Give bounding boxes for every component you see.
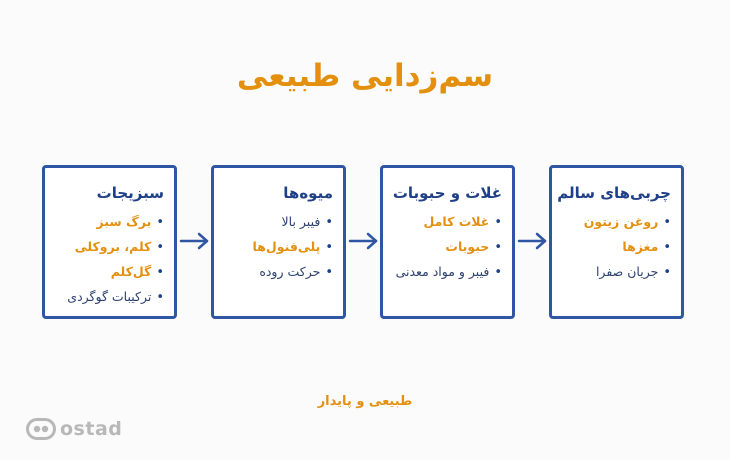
bullet-icon: • — [156, 265, 164, 280]
item-label: ترکیبات گوگردی — [67, 289, 152, 304]
item-label: برگ سبز — [96, 214, 152, 229]
item-list: • روغن زیتون • مغزها • جریان صفرا — [562, 210, 671, 285]
bullet-icon: • — [494, 215, 502, 230]
item-label: کلم، بروکلی — [74, 239, 152, 254]
item-label: روغن زیتون — [583, 214, 659, 229]
bullet-icon: • — [663, 265, 671, 280]
list-item: • حبوبات — [393, 235, 502, 260]
item-list: • فیبر بالا • پلی‌فنول‌ها • حرکت روده — [224, 210, 333, 285]
bullet-icon: • — [325, 265, 333, 280]
list-item: • برگ سبز — [55, 210, 164, 235]
logo-text: ostad — [60, 418, 123, 440]
box-title: غلات و حبوبات — [392, 184, 502, 202]
bullet-icon: • — [156, 240, 164, 255]
infinity-logo-icon — [26, 418, 56, 440]
bullet-icon: • — [325, 240, 333, 255]
item-label: جریان صفرا — [595, 264, 659, 279]
list-item: • ترکیبات گوگردی — [55, 285, 164, 310]
arrow-right-icon — [348, 232, 378, 250]
bullet-icon: • — [494, 240, 502, 255]
arrow-right-icon — [517, 232, 547, 250]
bullet-icon: • — [325, 215, 333, 230]
item-label: پلی‌فنول‌ها — [252, 239, 321, 254]
item-list: • غلات کامل • حبوبات • فیبر و مواد معدنی — [393, 210, 502, 285]
list-item: • فیبر بالا — [224, 210, 333, 235]
list-item: • گل‌کلم — [55, 260, 164, 285]
box-vegetables: سبزیجات • برگ سبز • کلم، بروکلی • گل‌کلم • ت… — [42, 165, 177, 319]
list-item: • فیبر و مواد معدنی — [393, 260, 502, 285]
bullet-icon: • — [663, 240, 671, 255]
box-title: چربی‌های سالم — [557, 184, 671, 202]
list-item: • پلی‌فنول‌ها — [224, 235, 333, 260]
diagram-title: سم‌زدایی طبیعی — [236, 58, 494, 94]
item-label: فیبر و مواد معدنی — [395, 264, 490, 279]
box-healthy-fats: چربی‌های سالم • روغن زیتون • مغزها • جریان … — [549, 165, 684, 319]
bullet-icon: • — [663, 215, 671, 230]
box-title: سبزیجات — [96, 184, 164, 202]
box-grains-legumes: غلات و حبوبات • غلات کامل • حبوبات • فیبر و… — [380, 165, 515, 319]
item-label: حبوبات — [445, 239, 490, 254]
item-label: حرکت روده — [259, 264, 321, 279]
item-label: غلات کامل — [423, 214, 490, 229]
list-item: • جریان صفرا — [562, 260, 671, 285]
box-title: میوه‌ها — [283, 184, 333, 202]
item-label: گل‌کلم — [110, 264, 152, 279]
bullet-icon: • — [156, 290, 164, 305]
item-label: فیبر بالا — [281, 214, 321, 229]
list-item: • غلات کامل — [393, 210, 502, 235]
footer-caption: طبیعی و پایدار — [317, 394, 413, 409]
item-label: مغزها — [622, 239, 659, 254]
bullet-icon: • — [494, 265, 502, 280]
box-fruits: میوه‌ها • فیبر بالا • پلی‌فنول‌ها • حرکت رو… — [211, 165, 346, 319]
arrow-right-icon — [179, 232, 209, 250]
list-item: • کلم، بروکلی — [55, 235, 164, 260]
ostad-logo: ostad — [26, 416, 122, 442]
list-item: • مغزها — [562, 235, 671, 260]
bullet-icon: • — [156, 215, 164, 230]
item-list: • برگ سبز • کلم، بروکلی • گل‌کلم • ترکیبات گ… — [55, 210, 164, 310]
list-item: • روغن زیتون — [562, 210, 671, 235]
list-item: • حرکت روده — [224, 260, 333, 285]
